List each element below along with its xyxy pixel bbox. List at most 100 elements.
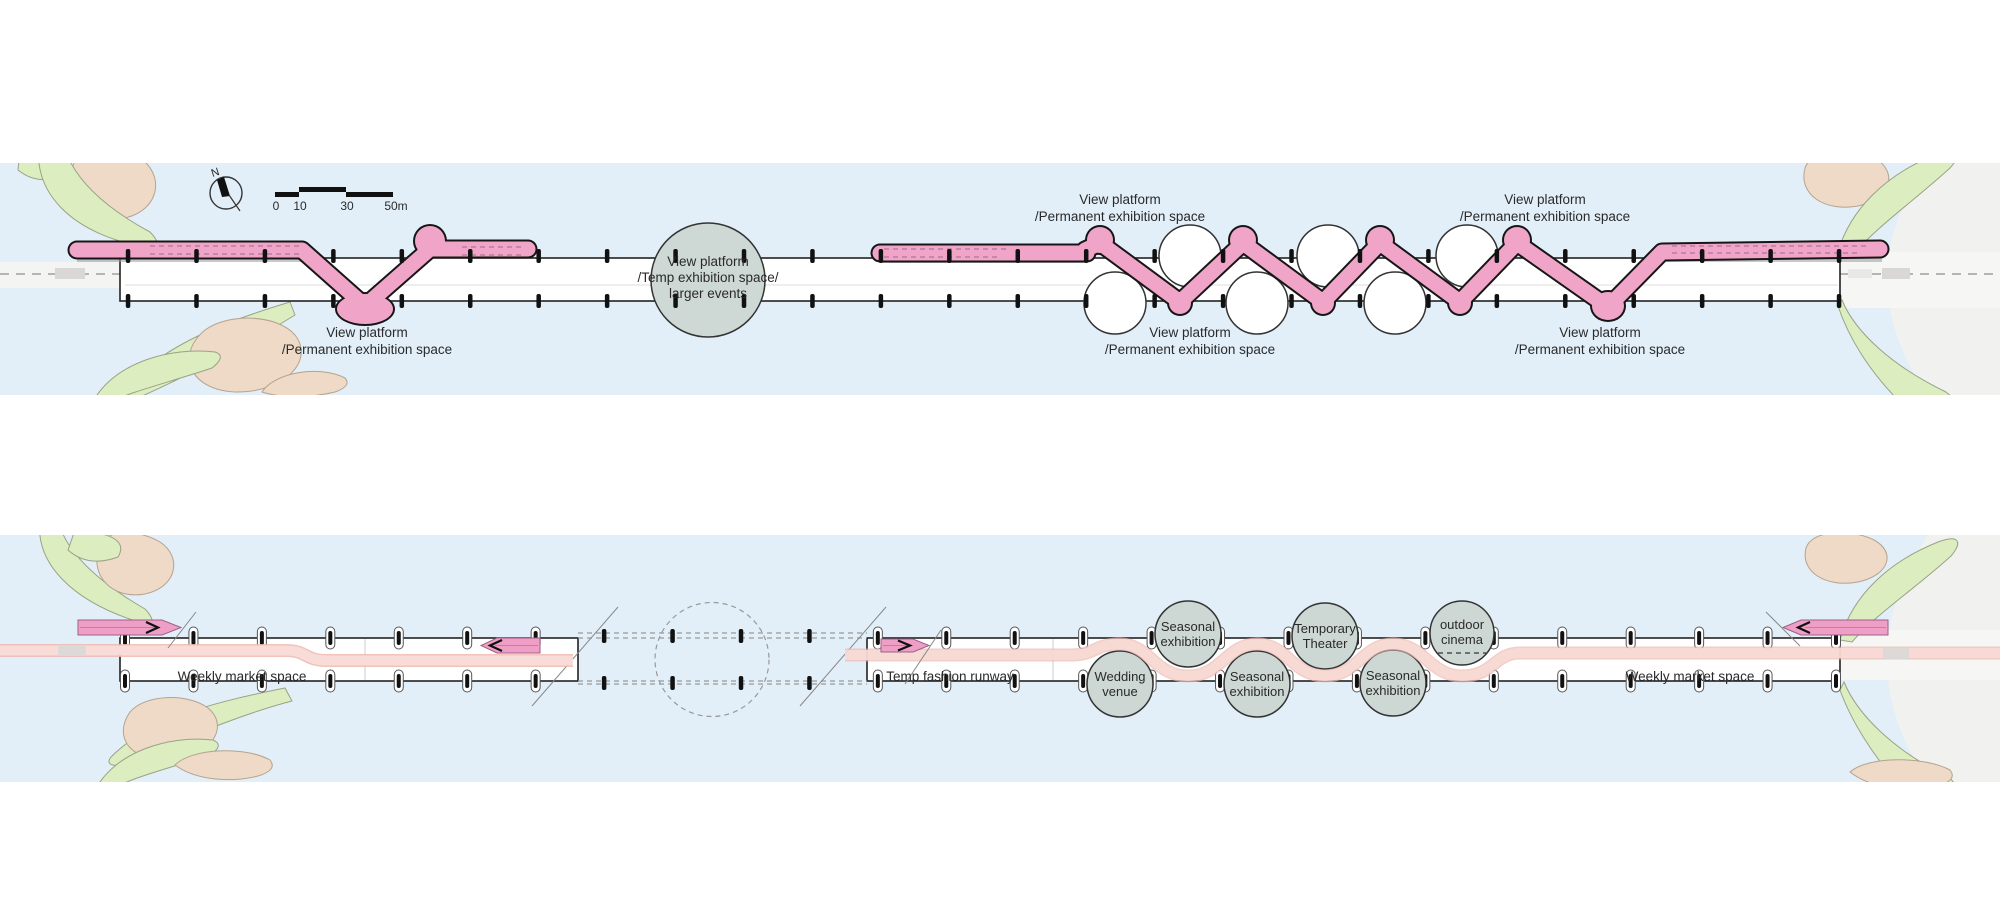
bollard-tick [1563,249,1568,263]
scale-bar: 0 10 30 50m [273,187,408,213]
bollard-tick [1426,249,1431,263]
venue-seasonal2-label-1: Seasonal [1230,669,1284,684]
arrow-mid-left-pointing [479,637,541,654]
north-arrow-icon: N [209,166,243,212]
bollard-tick [399,249,405,263]
bollard-pill-core [875,631,880,645]
bollard-tick [947,294,952,308]
bollard-pill-core [1765,674,1770,688]
bollard-pill-core [123,674,127,688]
venue-seasonal3-label-1: Seasonal [1366,668,1420,683]
zone-label-runway: Temp fashion runway [886,669,1014,684]
bollard-tick [1083,294,1089,308]
bollards-top-plan [125,249,1842,308]
bollard-tick [878,249,884,263]
bollard-pill-core [1697,631,1702,645]
bollard-tick [125,294,131,308]
bollard-tick [1699,294,1705,308]
bollard-tick [807,629,812,643]
label-lower-mid-2: /Permanent exhibition space [1105,342,1275,357]
bollard-tick [1152,294,1157,308]
bollard-tick [1768,294,1773,308]
foliage-bottom-plan-right [1804,535,1959,782]
bollard-pill-core [1081,631,1086,645]
label-lower-mid-1: View platform [1149,325,1231,340]
bollard-tick [604,249,610,263]
arrow-entry-right [1765,611,1889,647]
hub-label-line1: View platform [667,254,749,269]
pier-hidden-dashed-section [578,601,867,718]
venue-cinema-label-1: outdoor [1440,617,1485,632]
hub-label-line2: /Temp exhibition space/ [637,270,778,285]
bollard-tick [399,294,405,308]
venue-theater-label-1: Temporary [1294,621,1356,636]
bollard-pill-core [875,674,880,688]
bollard-tick [1220,249,1226,263]
bollard-tick [601,676,607,690]
bollard-tick [601,629,607,643]
foliage-top-right [1803,163,1955,395]
venue-circles [1086,600,1495,718]
bollard-tick [878,294,884,308]
bollard-pill-core [465,674,470,688]
bollard-tick [670,676,675,690]
bollard-pill-core [1765,631,1770,645]
bollard-pill-core [1560,674,1565,688]
bollard-tick [1494,249,1500,263]
bollard-tick [1631,294,1636,308]
bollard-tick [1015,294,1021,308]
road-marking-right [1882,268,1910,279]
bollard-pill-core [1697,674,1702,688]
bollard-tick [1289,249,1294,263]
bollard-pill-core [396,674,401,688]
bollard-tick [468,249,473,263]
bollard-tick [1426,294,1431,308]
venue-seasonal2-label-2: exhibition [1230,684,1285,699]
arrow-runway [880,629,942,685]
bollard-pill-core [1012,631,1017,645]
venue-seasonal1-label-1: Seasonal [1161,619,1215,634]
road-marking-right-faint [1848,269,1872,278]
label-upper-mid-2: /Permanent exhibition space [1035,209,1205,224]
bollard-tick [807,676,812,690]
bollard-tick [741,249,747,263]
bollard-tick [810,249,815,263]
bollard-pill-core [328,631,333,645]
venue-seasonal-2-circle [1223,650,1291,718]
venue-cinema-label-2: cinema [1441,632,1484,647]
plan-top: View platform /Temp exhibition space/ la… [0,163,2000,395]
bollard-pill-core [1012,674,1017,688]
event-road-band [0,637,2000,683]
bollard-pill-core [1560,631,1565,645]
label-lower-right-1: View platform [1559,325,1641,340]
bollard-tick [331,249,336,263]
venue-wedding-label-2: venue [1102,684,1137,699]
bollard-pill-core [1081,674,1086,688]
zone-label-weekly-left: Weekly market space [178,669,307,684]
bollard-tick [1836,249,1842,263]
foliage-bottom-plan-left [39,535,293,782]
bollard-pill-core [1354,674,1359,688]
bollard-tick [670,629,675,643]
venue-wedding-circle [1086,650,1154,718]
break-lines [531,606,887,707]
bollard-tick [1836,294,1842,308]
bollard-pill-core [465,631,470,645]
label-lower-left-2: /Permanent exhibition space [282,342,452,357]
bollard-pill-core [1491,674,1496,688]
scale-tick-0: 0 [273,199,280,213]
bollard-pill-core [328,674,333,688]
bollard-pill-core [533,674,538,688]
venue-cinema-circle [1429,600,1495,666]
scale-tick-30: 30 [340,199,354,213]
bollard-tick [738,629,744,643]
bollard-tick [262,249,268,263]
bollard-tick [125,249,131,263]
bollard-tick [536,249,541,263]
hub-label-line3: larger events [669,286,747,301]
label-lower-left-1: View platform [326,325,408,340]
venue-seasonal-1-circle [1154,600,1222,668]
bollard-pill-core [1218,674,1223,688]
bollard-tick [741,294,747,308]
